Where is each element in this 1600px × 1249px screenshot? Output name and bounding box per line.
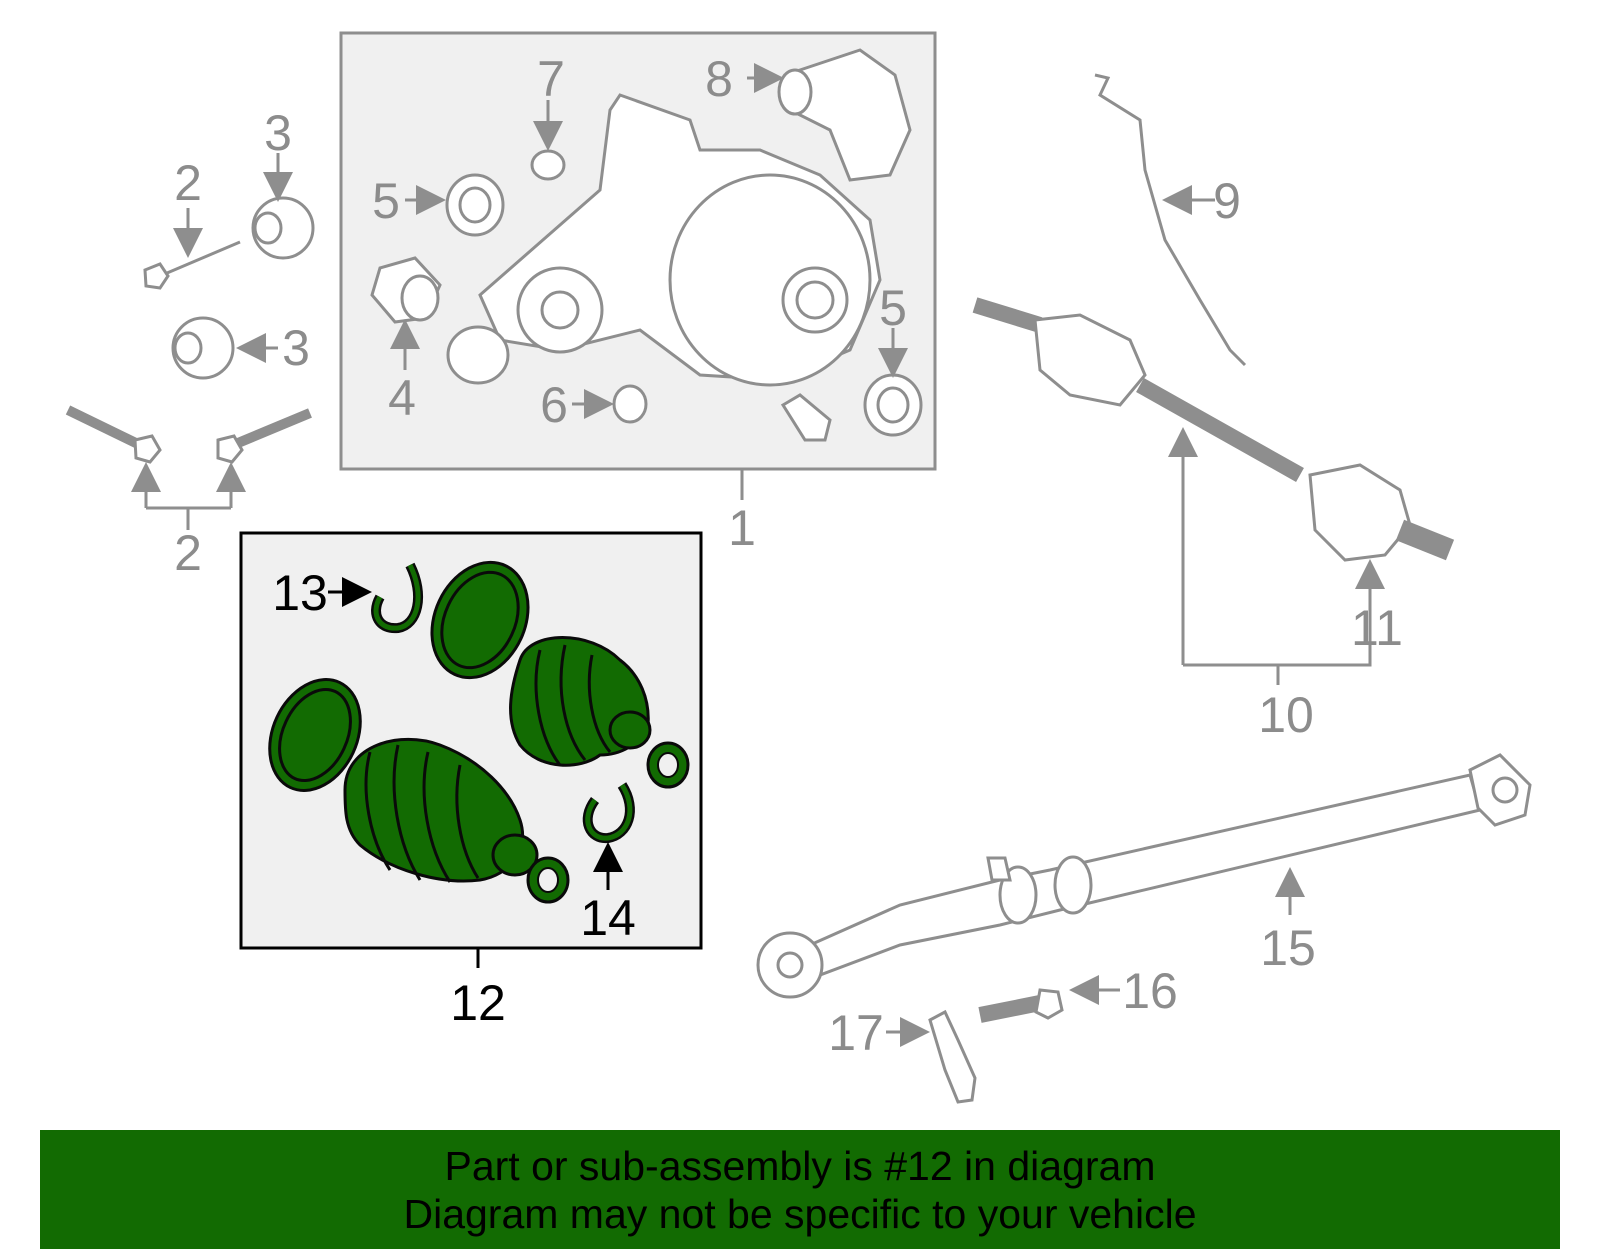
bolt-2-right-head [216, 434, 244, 464]
callout-5-left: 5 [372, 173, 400, 229]
bracket-17 [928, 1009, 977, 1104]
inner-cv-joint [1033, 313, 1147, 407]
mount-bushing-end [446, 325, 510, 385]
callout-2-top: 2 [174, 155, 202, 211]
outer-stub [1395, 519, 1455, 561]
driveshaft-group [756, 753, 1532, 1104]
differential-assembly-group [339, 31, 937, 500]
small-clamp-lower-hole [537, 867, 559, 893]
bushing-3-top-inner [253, 211, 283, 245]
callout-6: 6 [540, 377, 568, 433]
output-flange-center [795, 280, 835, 320]
small-clamp-upper-hole [657, 752, 679, 778]
bolt-2-right [236, 408, 312, 448]
actuator-shape [783, 48, 912, 182]
callout-15: 15 [1260, 920, 1316, 976]
callout-3-mid: 3 [282, 320, 310, 376]
boot-upper-neck [608, 710, 652, 750]
axle-shaft-group [972, 297, 1455, 685]
callout-5-right: 5 [879, 280, 907, 336]
axle-stub [972, 297, 1043, 333]
callout-11: 11 [1351, 600, 1403, 656]
breather-tube-9 [1094, 73, 1247, 367]
bearing-bracket [986, 856, 1012, 882]
callout-9: 9 [1213, 173, 1241, 229]
bolt-16-head [1034, 988, 1064, 1020]
callout-16: 16 [1122, 963, 1178, 1019]
plug-6 [612, 384, 648, 424]
bolt-2-top-head [143, 262, 170, 290]
boot-ring-lower [268, 678, 362, 792]
callout-10: 10 [1258, 687, 1314, 743]
boot-lower-fold-4 [455, 764, 480, 879]
bolt-2-left [65, 405, 143, 450]
boot-ring-lower-inner [278, 687, 352, 783]
driveshaft-front-flange-center [776, 951, 804, 979]
bushing-3-mid-inner [173, 331, 203, 365]
callout-17: 17 [828, 1005, 884, 1061]
clamp-14 [585, 783, 633, 841]
flange-center [540, 290, 580, 330]
actuator-end [777, 68, 813, 116]
boot-lower-fold-2 [392, 744, 422, 881]
callout-13: 13 [272, 565, 328, 621]
callout-7: 7 [537, 51, 565, 107]
callout-12: 12 [450, 975, 506, 1031]
callout-14: 14 [580, 890, 636, 946]
plug-7 [530, 149, 566, 181]
boot-kit-group [239, 531, 703, 968]
footer-line-2: Diagram may not be specific to your vehi… [403, 1190, 1197, 1237]
callout-1: 1 [728, 500, 756, 556]
boot-upper-fold-1 [534, 649, 562, 766]
callout-3-top: 3 [264, 105, 292, 161]
outer-cv-joint [1308, 463, 1412, 562]
boot-ring-upper-inner [440, 570, 520, 670]
callout-4: 4 [388, 370, 416, 426]
bushing-4-end [400, 274, 440, 322]
callout-2-bottom: 2 [174, 525, 202, 581]
boot-lower-fold-1 [364, 751, 392, 871]
seal-5-right-inner [876, 386, 910, 424]
driveshaft-tube [808, 773, 1482, 977]
boot-upper-fold-2 [559, 644, 587, 761]
boot-lower-neck [491, 833, 539, 877]
boot-lower-fold-3 [422, 751, 452, 883]
bolt-16 [978, 995, 1042, 1023]
axle-shaft [1136, 378, 1304, 482]
center-joint [1053, 855, 1093, 915]
rear-yoke-center [1491, 776, 1519, 804]
bolt-2-left-head [133, 434, 162, 464]
boot-upper-fold-3 [587, 654, 612, 753]
mount-hardware-group [65, 153, 315, 530]
clamp-13 [373, 563, 421, 631]
callout-8: 8 [705, 51, 733, 107]
seal-5-left-inner [458, 186, 492, 224]
footer-banner: Part or sub-assembly is #12 in diagram D… [40, 1130, 1560, 1249]
bracket-10 [1183, 600, 1372, 667]
footer-line-1: Part or sub-assembly is #12 in diagram [444, 1142, 1156, 1189]
bolt-2-top [159, 240, 241, 278]
sensor [780, 393, 832, 442]
